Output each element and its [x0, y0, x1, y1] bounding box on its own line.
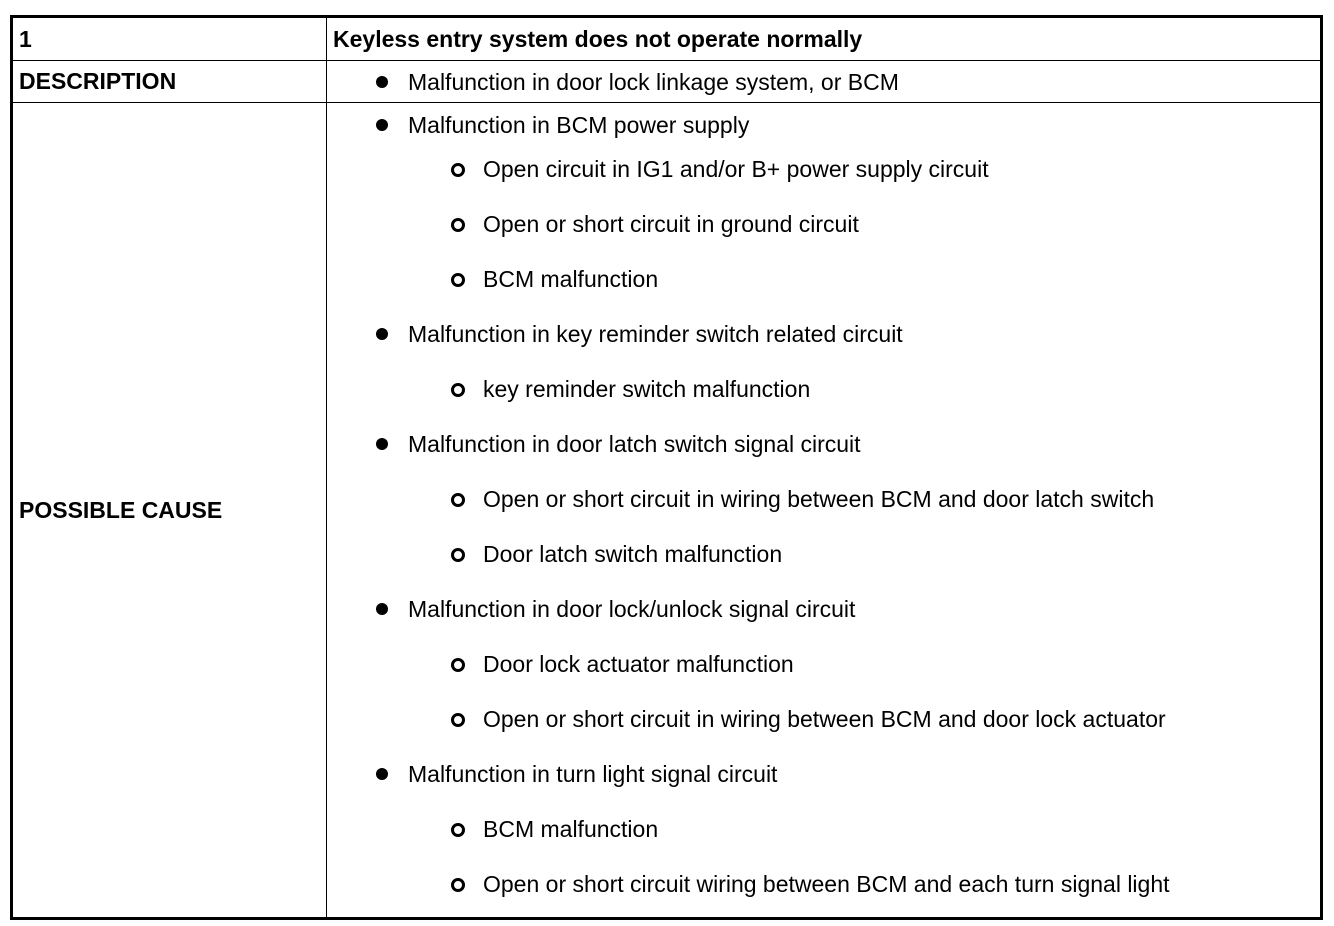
- open-bullet-icon: [451, 658, 465, 672]
- filled-bullet-icon: [376, 75, 388, 88]
- cause-text: Malfunction in turn light signal circuit: [408, 761, 778, 787]
- filled-bullet-icon: [376, 438, 388, 450]
- filled-bullet-icon: [376, 768, 388, 780]
- cause-text: Malfunction in door lock/unlock signal c…: [408, 596, 856, 622]
- cause-subtext: Open or short circuit in wiring between …: [483, 706, 1166, 732]
- filled-bullet-icon: [376, 119, 388, 131]
- description-cell: Malfunction in door lock linkage system,…: [326, 60, 1322, 103]
- cause-subtext: Open or short circuit in ground circuit: [483, 211, 859, 237]
- cause-subitem: Open or short circuit in wiring between …: [327, 477, 1320, 532]
- cause-item: Malfunction in door lock/unlock signal c…: [327, 587, 1320, 642]
- open-bullet-icon: [451, 493, 465, 507]
- open-bullet-icon: [451, 163, 465, 177]
- cause-subitem: Open or short circuit in wiring between …: [327, 697, 1320, 752]
- open-bullet-icon: [451, 713, 465, 727]
- symptom-title: Keyless entry system does not operate no…: [326, 16, 1322, 61]
- cause-text: Malfunction in door latch switch signal …: [408, 431, 861, 457]
- cause-subitem: Open or short circuit in ground circuit: [327, 202, 1320, 257]
- filled-bullet-icon: [376, 328, 388, 340]
- possible-cause-row: POSSIBLE CAUSE Malfunction in BCM power …: [11, 102, 1322, 919]
- cause-subitem: Open circuit in IG1 and/or B+ power supp…: [327, 147, 1320, 202]
- cause-item: Malfunction in BCM power supply: [327, 103, 1320, 147]
- description-label: DESCRIPTION: [11, 60, 327, 103]
- open-bullet-icon: [451, 548, 465, 562]
- item-number: 1: [11, 16, 327, 61]
- cause-text: Malfunction in key reminder switch relat…: [408, 321, 903, 347]
- cause-subtext: Door lock actuator malfunction: [483, 651, 794, 677]
- cause-subtext: Door latch switch malfunction: [483, 541, 783, 567]
- filled-bullet-icon: [376, 603, 388, 615]
- description-item: Malfunction in door lock linkage system,…: [327, 62, 1320, 102]
- cause-subitem: BCM malfunction: [327, 257, 1320, 312]
- cause-subtext: BCM malfunction: [483, 816, 659, 842]
- open-bullet-icon: [451, 383, 465, 397]
- description-row: DESCRIPTION Malfunction in door lock lin…: [11, 60, 1322, 103]
- cause-subtext: Open circuit in IG1 and/or B+ power supp…: [483, 156, 989, 182]
- open-bullet-icon: [451, 218, 465, 232]
- cause-item: Malfunction in key reminder switch relat…: [327, 312, 1320, 367]
- open-bullet-icon: [451, 878, 465, 892]
- cause-text: Malfunction in BCM power supply: [408, 112, 750, 138]
- cause-subitem: BCM malfunction: [327, 807, 1320, 862]
- description-text: Malfunction in door lock linkage system,…: [408, 68, 899, 95]
- header-row: 1 Keyless entry system does not operate …: [11, 16, 1322, 61]
- cause-item: Malfunction in turn light signal circuit: [327, 752, 1320, 807]
- cause-subtext: BCM malfunction: [483, 266, 659, 292]
- open-bullet-icon: [451, 823, 465, 837]
- cause-subitem: Open or short circuit wiring between BCM…: [327, 862, 1320, 917]
- open-bullet-icon: [451, 273, 465, 287]
- cause-subitem: key reminder switch malfunction: [327, 367, 1320, 422]
- possible-cause-label: POSSIBLE CAUSE: [11, 102, 327, 919]
- cause-subtext: key reminder switch malfunction: [483, 376, 811, 402]
- cause-subtext: Open or short circuit in wiring between …: [483, 486, 1155, 512]
- cause-subtext: Open or short circuit wiring between BCM…: [483, 871, 1170, 897]
- cause-subitem: Door latch switch malfunction: [327, 532, 1320, 587]
- cause-subitem: Door lock actuator malfunction: [327, 642, 1320, 697]
- diagnosis-table: 1 Keyless entry system does not operate …: [10, 15, 1323, 920]
- cause-item: Malfunction in door latch switch signal …: [327, 422, 1320, 477]
